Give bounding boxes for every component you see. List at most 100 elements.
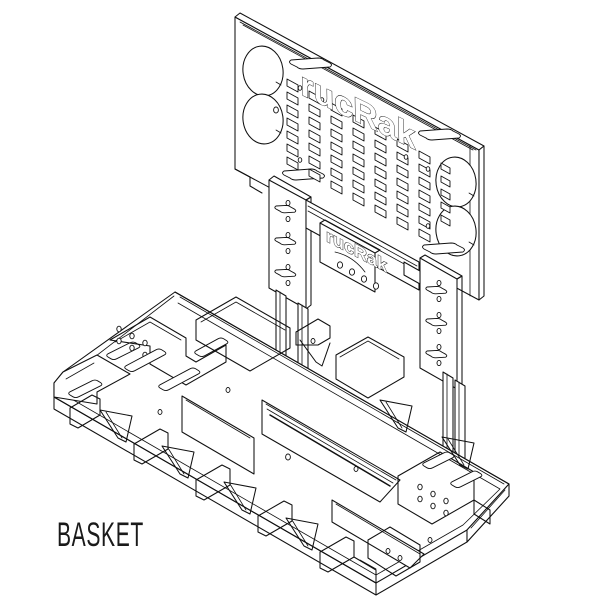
base-center-recess-left bbox=[181, 395, 255, 475]
panel-slot bbox=[396, 190, 409, 205]
base-bolt-hole bbox=[116, 325, 122, 333]
bracket-bolt-hole bbox=[436, 327, 442, 335]
panel-slot bbox=[418, 189, 431, 204]
panel-slot bbox=[352, 114, 365, 129]
bracket-logo-plate-top bbox=[320, 220, 380, 253]
base-front-edge bbox=[54, 397, 376, 583]
panel-slot bbox=[352, 127, 365, 142]
base-right-cutout bbox=[336, 337, 404, 398]
base-center-slot-2 bbox=[158, 367, 201, 392]
panel-hole-lower-left bbox=[242, 93, 284, 145]
panel-long-slots bbox=[282, 57, 465, 255]
bracket-center-rail-line bbox=[307, 205, 418, 267]
panel-slot bbox=[286, 91, 299, 106]
bracket-left-plate-edge bbox=[306, 197, 311, 309]
base-bolt-hole bbox=[385, 548, 391, 554]
panel-slot bbox=[330, 180, 343, 195]
bracket-bolt-hole bbox=[285, 247, 291, 255]
panel-slot bbox=[374, 204, 387, 219]
bracket-center-hole bbox=[336, 261, 344, 269]
base-center-hole bbox=[285, 453, 291, 461]
panel-bolt-hole bbox=[297, 85, 303, 91]
bracket-bolt-hole bbox=[285, 279, 291, 287]
base-bolt-hole bbox=[443, 497, 449, 505]
bracket-adjust-slot bbox=[274, 268, 297, 278]
base-tail-plate bbox=[368, 527, 420, 576]
base-platform bbox=[53, 291, 510, 595]
panel-long-slot-2 bbox=[418, 128, 461, 141]
upright-panel-right-flange bbox=[478, 145, 485, 301]
panel-slot bbox=[308, 155, 321, 170]
bracket-bolt-hole bbox=[285, 215, 291, 223]
base-front-right-step-line bbox=[359, 559, 377, 570]
bracket-bolt-hole bbox=[436, 279, 442, 287]
base-upper-cutout bbox=[196, 297, 290, 371]
panel-slot bbox=[440, 162, 451, 175]
panel-slot bbox=[308, 103, 321, 118]
panel-slot bbox=[308, 129, 321, 144]
base-center-recess-line-2 bbox=[266, 408, 394, 484]
base-right-slot bbox=[422, 451, 455, 469]
base-front-lower-edge bbox=[54, 397, 376, 595]
base-left-cutout-inner bbox=[114, 321, 182, 343]
bracket-connector-tab bbox=[403, 261, 421, 285]
panel-slot bbox=[330, 102, 343, 117]
base-bolt-hole bbox=[129, 332, 135, 340]
base-front-right-step bbox=[354, 557, 376, 583]
base-gusset-1-rib bbox=[300, 340, 330, 366]
panel-slot bbox=[286, 156, 299, 171]
base-front-cutout bbox=[258, 501, 292, 536]
mount-bracket: rucRak bbox=[268, 176, 462, 390]
base-bolt-hole bbox=[417, 495, 423, 503]
base-bolt-hole bbox=[417, 483, 423, 491]
panel-slot bbox=[374, 178, 387, 193]
panel-slot bbox=[330, 167, 343, 182]
panel-slot bbox=[440, 214, 451, 227]
panel-bolt-hole bbox=[297, 157, 303, 163]
panel-bolt-hole bbox=[403, 154, 409, 160]
base-bolt-hole bbox=[116, 337, 122, 345]
upright-panel-top-emboss bbox=[242, 24, 474, 151]
base-left-slot bbox=[68, 379, 103, 398]
panel-slot bbox=[418, 176, 431, 191]
base-gusset-line bbox=[229, 483, 247, 511]
base-rear-corner-detail bbox=[474, 500, 490, 524]
bracket-center-rail bbox=[305, 199, 420, 291]
panel-slot bbox=[352, 153, 365, 168]
panel-slot bbox=[352, 140, 365, 155]
base-gusset-line bbox=[447, 438, 465, 466]
bracket-bolt-hole bbox=[436, 295, 442, 303]
base-gusset bbox=[162, 446, 194, 478]
panel-slot bbox=[374, 165, 387, 180]
base-gusset bbox=[286, 518, 318, 550]
bracket-adjust-slot bbox=[425, 317, 448, 327]
base-center-recess-left-line bbox=[185, 399, 251, 439]
base-deck-hole bbox=[157, 409, 163, 415]
panel-slot bbox=[286, 130, 299, 145]
panel-slot bbox=[396, 216, 409, 231]
panel-long-slot-4 bbox=[422, 242, 465, 255]
base-gusset-hole bbox=[310, 338, 316, 344]
panel-slot bbox=[396, 138, 409, 153]
bracket-bolt-hole bbox=[436, 359, 442, 367]
base-gusset bbox=[224, 482, 256, 514]
panel-slot bbox=[330, 154, 343, 169]
base-deck-inner-lip bbox=[62, 302, 501, 576]
bracket-center-hole bbox=[372, 282, 380, 290]
panel-slot bbox=[374, 126, 387, 141]
panel-bolt-hole bbox=[425, 166, 431, 172]
base-back-edge bbox=[175, 292, 509, 484]
panel-slot bbox=[440, 175, 451, 188]
base-gusset-line bbox=[167, 447, 185, 475]
bracket-bolt-hole bbox=[436, 311, 442, 319]
panel-slot bbox=[330, 115, 343, 130]
base-bolt-hole bbox=[129, 344, 135, 352]
panel-slot bbox=[352, 192, 365, 207]
panel-hole-lr-shade bbox=[468, 241, 475, 246]
panel-slot bbox=[396, 177, 409, 192]
base-right-cutout-inner bbox=[339, 340, 400, 360]
bracket-bolt-hole bbox=[285, 231, 291, 239]
panel-slot bbox=[308, 90, 321, 105]
panel-hole-ul-shade bbox=[275, 81, 282, 86]
base-gusset bbox=[380, 400, 412, 432]
